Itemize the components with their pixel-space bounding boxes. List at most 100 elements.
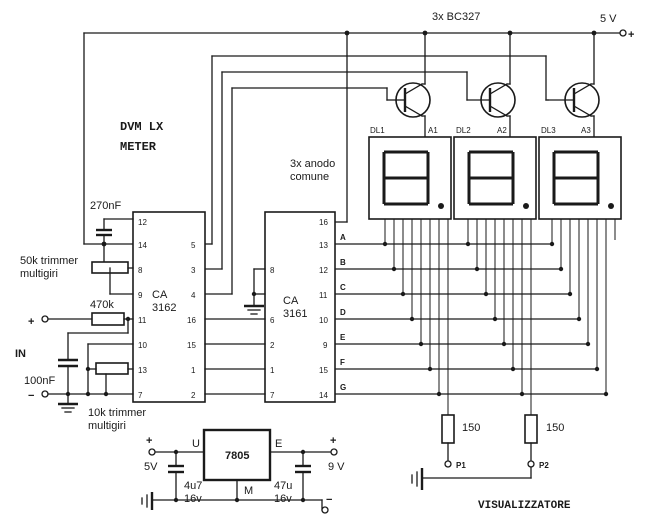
segment-label-e: E [340,333,346,342]
trimmer-10k-label-line1: 10k trimmer [88,407,146,419]
trimmer-50k-label-line1: 50k trimmer [20,255,78,267]
ic2-pin-l1: 8 [270,266,275,275]
capacitor-47u-label-line2: 16v [274,493,292,505]
regulator-minus-sign: − [326,494,332,506]
ic2-pin-l2: 6 [270,316,275,325]
ic1-pin-l1: 12 [138,218,147,227]
p1-label: P1 [456,461,466,470]
ic1-pin-l4: 9 [138,291,143,300]
segment-label-b: B [340,258,346,267]
regulator-5v-label: 5V [144,461,158,473]
ic1-pin-l5: 11 [138,316,147,325]
ic1-pin-l3: 8 [138,266,143,275]
display-dl3-anode: A3 [581,126,591,135]
ic2-pin-l3: 2 [270,341,275,350]
ic1-pin-l7: 13 [138,366,147,375]
display-dl3-name: DL3 [541,126,556,135]
display-dl2-name: DL2 [456,126,471,135]
regulator-9v-plus: + [330,435,336,447]
ic2-pin-r2: 13 [319,241,328,250]
digit-drive-wires [204,55,549,295]
title-line2: METER [120,140,157,154]
supply-voltage-label: 5 V [600,13,617,25]
resistor-470k-label: 470k [90,299,114,311]
dp-resistor-1 [441,414,455,468]
transistor-q2 [466,32,516,138]
ic2-pin-r3: 12 [319,266,328,275]
transistors-label: 3x BC327 [432,11,480,23]
ic1-pin-r2: 3 [191,266,196,275]
segment-label-a: A [340,233,346,242]
ic2-pin-l4: 1 [270,366,275,375]
regulator-input-pin: U [192,438,200,450]
common-anode-label-line2: comune [290,171,329,183]
ic2-pin-r8: 14 [319,391,328,400]
common-anode-label-line1: 3x anodo [290,158,335,170]
ic1-pin-r7: 2 [191,391,196,400]
trimmer-50k-label-line2: multigiri [20,268,58,280]
ic1-pin-r1: 5 [191,241,196,250]
capacitor-100nf-label: 100nF [24,375,55,387]
capacitor-47u-label-line1: 47u [274,480,292,492]
ic1-pin-r5: 15 [187,341,196,350]
ic2-pin-r6: 9 [323,341,328,350]
supply-terminal [619,29,627,37]
ic1-pin-l8: 7 [138,391,143,400]
segment-letters: A B C D E F G [340,233,346,392]
regulator-name: 7805 [225,450,249,462]
segment-label-c: C [340,283,346,292]
ic1-pin-l2: 14 [138,241,147,250]
ic1-ca3162 [132,211,206,403]
ic2-pin-r4: 11 [319,291,328,300]
p2-label: P2 [539,461,549,470]
display-section-label: VISUALIZZATORE [478,500,571,512]
capacitor-270nf [96,218,134,245]
capacitor-270nf-label: 270nF [90,200,121,212]
ic2-ca3161 [264,211,336,403]
display-dl3 [538,136,622,220]
dp-resistor-2 [524,414,538,468]
ic1-pin-r6: 1 [191,366,196,375]
ic1-pin-r4: 16 [187,316,196,325]
input-plus-sign: + [28,316,34,328]
ic1-pin-r3: 4 [191,291,196,300]
display-ground-symbol [411,466,532,490]
title-line1: DVM LX [120,120,164,134]
capacitor-4u7-label-line2: 16v [184,493,202,505]
input-section [41,312,134,413]
ic2-pin-labels: 8 6 2 1 7 16 13 12 11 10 9 15 14 [270,218,328,400]
trimmer-50k [91,243,134,295]
input-minus-sign: − [28,390,34,402]
bcd-bus [204,318,266,395]
display-dl1 [368,136,452,220]
regulator-9v-label: 9 V [328,461,345,473]
segment-label-f: F [340,358,345,367]
display-dl2-anode: A2 [497,126,507,135]
transistor-q3 [547,32,600,138]
ic2-pin-r5: 10 [319,316,328,325]
ic1-pin-l6: 10 [138,341,147,350]
ic2-name-line2: 3161 [283,308,307,320]
ic2-name-line1: CA [283,295,299,307]
dp-resistor-1-value: 150 [462,422,480,434]
ic1-name-line2: 3162 [152,302,176,314]
capacitor-4u7-label-line1: 4u7 [184,480,202,492]
ic2-ground [244,268,266,315]
display-dl2 [453,136,537,220]
segment-bus [334,219,616,415]
ic1-pin-labels: 12 14 8 9 11 10 13 7 5 3 4 16 15 1 2 [138,218,196,400]
regulator-7805 [141,428,338,514]
trimmer-10k-label-line2: multigiri [88,420,126,432]
display-dl1-anode: A1 [428,126,438,135]
supply-rail [83,29,627,37]
regulator-ground-pin: M [244,485,253,497]
segment-label-d: D [340,308,346,317]
segment-label-g: G [340,383,346,392]
dp-resistor-2-value: 150 [546,422,564,434]
ic2-pin-r7: 15 [319,366,328,375]
regulator-5v-plus: + [146,435,152,447]
display-dl1-name: DL1 [370,126,385,135]
input-label: IN [15,348,26,360]
trimmer-10k [85,343,134,397]
